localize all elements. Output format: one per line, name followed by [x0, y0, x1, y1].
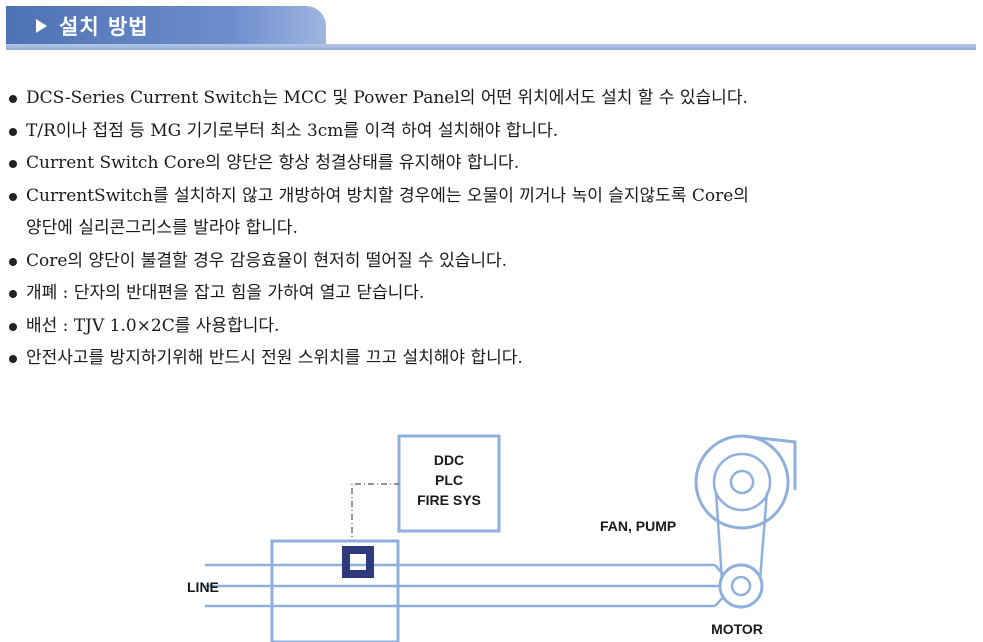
list-item: 안전사고를 방지하기위해 반드시 전원 스위치를 끄고 설치해야 합니다.: [8, 342, 968, 375]
list-item: Core의 양단이 불결할 경우 감응효율이 현저히 떨어질 수 있습니다.: [8, 245, 968, 278]
fan-pump-hub: [729, 469, 755, 495]
instruction-list: DCS-Series Current Switch는 MCC 및 Power P…: [8, 82, 968, 375]
list-item: 개폐 : 단자의 반대편을 잡고 힘을 가하여 열고 닫습니다.: [8, 277, 968, 310]
motor-label: MOTOR: [711, 621, 763, 637]
current-switch-core-opening: [350, 554, 366, 570]
section-header-tab: 설치 방법: [6, 6, 326, 46]
list-item: DCS-Series Current Switch는 MCC 및 Power P…: [8, 82, 968, 115]
fan-pump-housing: [741, 434, 797, 490]
list-item: T/R이나 접점 등 MG 기기로부터 최소 3cm를 이격 하여 설치해야 합…: [8, 115, 968, 148]
list-item: Current Switch Core의 양단은 항상 청결상태를 유지해야 합…: [8, 147, 968, 180]
line-label: LINE: [187, 579, 219, 595]
fan-pump-label: FAN, PUMP: [600, 518, 676, 534]
control-box-label-ddc: DDC: [434, 452, 464, 468]
panel-box: [270, 539, 400, 642]
header-divider: [6, 44, 976, 50]
control-box-label-plc: PLC: [435, 472, 463, 488]
drive-belt: [714, 491, 724, 581]
signal-wire: [351, 483, 399, 546]
drive-belt: [758, 491, 769, 581]
triangle-right-icon: [36, 19, 47, 33]
installation-diagram: DDC PLC FIRE SYS FAN, PUMP MOTOR LINE: [187, 434, 797, 642]
list-item: CurrentSwitch를 설치하지 않고 개방하여 방치할 경우에는 오물이…: [8, 180, 968, 245]
motor-shaft: [730, 575, 752, 597]
control-box-label-fire-sys: FIRE SYS: [417, 492, 481, 508]
list-item: 배선 : TJV 1.0×2C를 사용합니다.: [8, 310, 968, 343]
list-item-continuation: 양단에 실리콘그리스를 발라야 합니다.: [26, 218, 298, 238]
section-title: 설치 방법: [59, 15, 149, 39]
